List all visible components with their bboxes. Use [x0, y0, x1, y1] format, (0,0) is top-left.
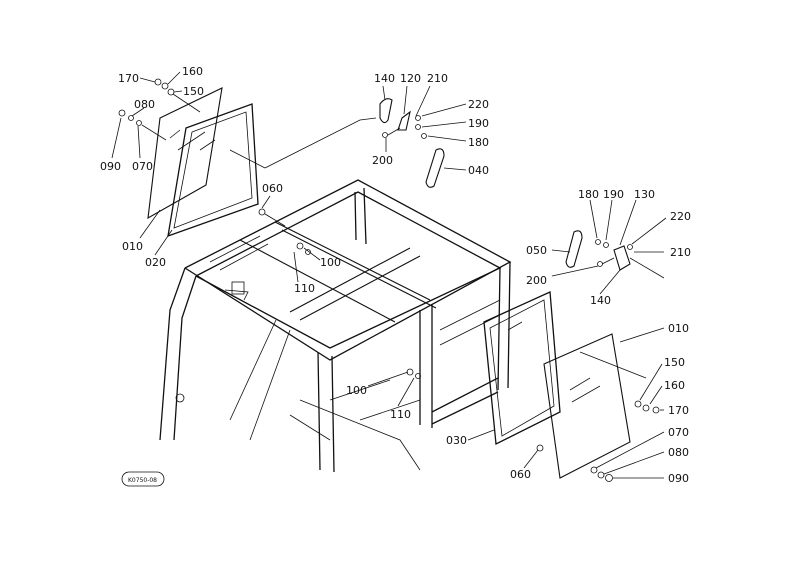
reference-code-text: K0750-08 [128, 477, 157, 484]
label-200-right: 200 [526, 274, 547, 287]
label-210-top: 210 [427, 72, 448, 85]
label-080-right: 080 [668, 446, 689, 459]
label-070-right: 070 [668, 426, 689, 439]
label-010-top: 010 [122, 240, 143, 253]
label-040: 040 [468, 164, 489, 177]
upper-left-fasteners [118, 78, 286, 227]
label-090-top: 090 [100, 160, 121, 173]
right-window-glass [543, 333, 631, 479]
label-100-top: 100 [320, 256, 341, 269]
label-220-top: 220 [468, 98, 489, 111]
label-150-top: 150 [183, 85, 204, 98]
label-170-top: 170 [118, 72, 139, 85]
cab-roof-frame [184, 179, 512, 361]
reference-code-badge: K0750-08 [121, 471, 165, 487]
cab-pillars [159, 187, 511, 473]
label-030: 030 [446, 434, 467, 447]
label-170-right: 170 [668, 404, 689, 417]
label-060-top: 060 [262, 182, 283, 195]
label-060-bottom: 060 [510, 468, 531, 481]
label-160-top: 160 [182, 65, 203, 78]
label-110-top: 110 [294, 282, 315, 295]
label-190-right: 190 [603, 188, 624, 201]
label-070-top: 070 [132, 160, 153, 173]
label-080-top: 080 [134, 98, 155, 111]
label-110-bottom: 110 [390, 408, 411, 421]
upper-left-window-glass [147, 87, 223, 220]
label-210-right: 210 [670, 246, 691, 259]
label-160-right: 160 [664, 379, 685, 392]
label-090-right: 090 [668, 472, 689, 485]
latch-handle-040 [379, 98, 445, 188]
right-fasteners [296, 242, 660, 482]
leader-lines [111, 71, 667, 479]
right-window-seal [483, 291, 561, 446]
label-140-right: 140 [590, 294, 611, 307]
label-010-right: 010 [668, 322, 689, 335]
upper-left-window-seal [167, 103, 259, 237]
part-number-labels: 170 160 150 080 090 070 010 020 060 140 … [100, 65, 691, 485]
label-180-top: 180 [468, 136, 489, 149]
label-050: 050 [526, 244, 547, 257]
label-140-top: 140 [374, 72, 395, 85]
label-150-right: 150 [664, 356, 685, 369]
label-100-bottom: 100 [346, 384, 367, 397]
label-220-right: 220 [670, 210, 691, 223]
label-200-top: 200 [372, 154, 393, 167]
label-130: 130 [634, 188, 655, 201]
label-190-top: 190 [468, 117, 489, 130]
label-020: 020 [145, 256, 166, 269]
label-180-right: 180 [578, 188, 599, 201]
label-120: 120 [400, 72, 421, 85]
latch-handle-050 [565, 230, 665, 279]
